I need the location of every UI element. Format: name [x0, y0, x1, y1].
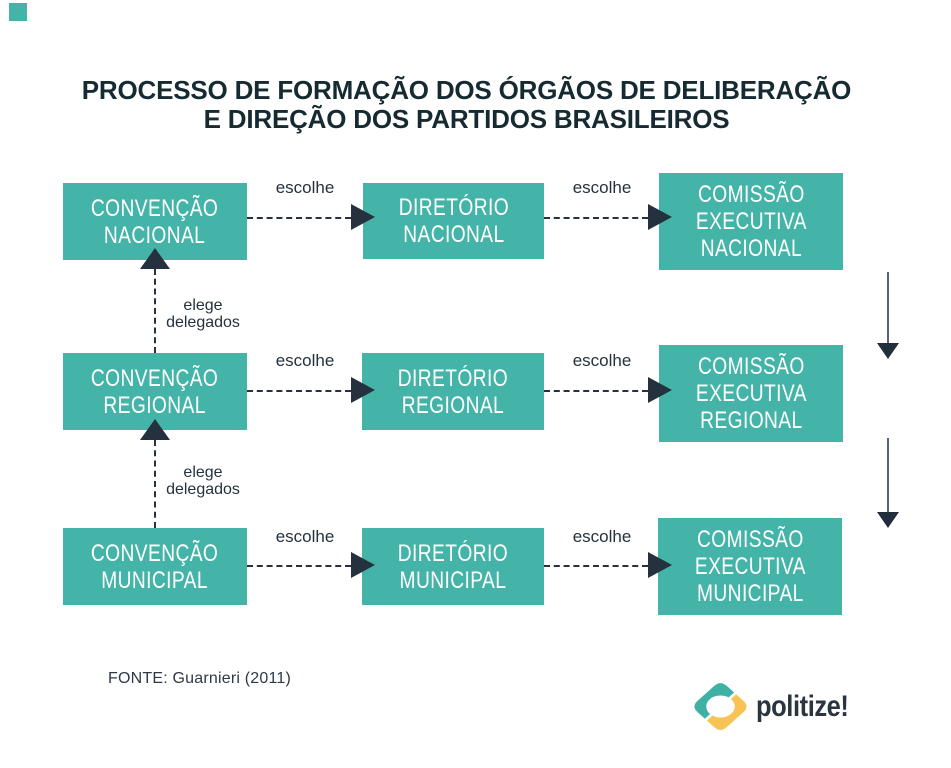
escolhe-label: escolhe	[572, 527, 632, 546]
dashed-arrow-right	[544, 390, 648, 392]
dashed-arrow-right	[544, 565, 648, 567]
box-label-line: EXECUTIVA	[695, 208, 807, 235]
dashed-arrow-right	[247, 390, 351, 392]
escolhe-label: escolhe	[572, 178, 632, 197]
politize-logo-icon	[694, 683, 747, 730]
box-label-line: DIRETÓRIO	[397, 364, 509, 392]
box-label-line: MUNICIPAL	[696, 580, 804, 607]
elege-delegados-label: elege delegados	[166, 464, 240, 498]
box-comissao-executiva-regional: COMISSÃO EXECUTIVA REGIONAL	[659, 345, 843, 442]
box-label-line: CONVENÇÃO	[91, 194, 219, 222]
dashed-arrow-right	[247, 565, 351, 567]
box-label-line: MUNICIPAL	[399, 566, 507, 594]
box-convencao-municipal: CONVENÇÃO MUNICIPAL	[63, 528, 247, 605]
box-comissao-executiva-municipal: COMISSÃO EXECUTIVA MUNICIPAL	[658, 518, 842, 615]
box-label-line: MUNICIPAL	[101, 566, 209, 594]
escolhe-label: escolhe	[275, 351, 335, 370]
arrowhead-right-icon	[648, 204, 672, 230]
escolhe-label: escolhe	[275, 527, 335, 546]
arrowhead-right-icon	[351, 204, 375, 230]
down-arrow-line	[887, 438, 889, 512]
box-convencao-nacional: CONVENÇÃO NACIONAL	[63, 183, 247, 260]
escolhe-label: escolhe	[275, 178, 335, 197]
corner-teal-square	[9, 3, 27, 21]
box-label-line: DIRETÓRIO	[397, 539, 509, 567]
arrowhead-right-icon	[351, 552, 375, 578]
page-title-line1: PROCESSO DE FORMAÇÃO DOS ÓRGÃOS DE DELIB…	[81, 75, 852, 105]
box-label-line: COMISSÃO	[697, 353, 805, 380]
page-title: PROCESSO DE FORMAÇÃO DOS ÓRGÃOS DE DELIB…	[0, 76, 933, 134]
box-label-line: EXECUTIVA	[694, 553, 806, 580]
arrowhead-down-icon	[877, 343, 899, 359]
box-label-line: COMISSÃO	[696, 526, 804, 553]
box-label-line: NACIONAL	[402, 221, 505, 248]
arrowhead-up-icon	[140, 248, 170, 269]
arrowhead-right-icon	[648, 552, 672, 578]
box-label-line: COMISSÃO	[697, 181, 805, 208]
box-comissao-executiva-nacional: COMISSÃO EXECUTIVA NACIONAL	[659, 173, 843, 270]
box-convencao-regional: CONVENÇÃO REGIONAL	[63, 353, 247, 430]
box-label-line: NACIONAL	[700, 235, 802, 262]
arrowhead-right-icon	[351, 377, 375, 403]
arrowhead-right-icon	[648, 377, 672, 403]
arrowhead-down-icon	[877, 512, 899, 528]
box-diretorio-nacional: DIRETÓRIO NACIONAL	[363, 183, 544, 259]
box-label-line: REGIONAL	[699, 407, 803, 434]
dashed-arrow-up	[154, 440, 156, 528]
box-label-line: DIRETÓRIO	[398, 194, 509, 221]
dashed-arrow-right	[247, 217, 351, 219]
down-arrow-line	[887, 272, 889, 343]
page-title-line2: E DIREÇÃO DOS PARTIDOS BRASILEIROS	[203, 104, 730, 134]
box-label-line: NACIONAL	[104, 221, 206, 249]
elege-delegados-label: elege delegados	[166, 297, 240, 331]
source-credit: FONTE: Guarnieri (2011)	[108, 670, 292, 687]
box-label-line: CONVENÇÃO	[91, 364, 219, 392]
arrowhead-up-icon	[140, 419, 170, 440]
box-label-line: EXECUTIVA	[695, 380, 807, 407]
box-diretorio-regional: DIRETÓRIO REGIONAL	[362, 353, 544, 430]
box-label-line: REGIONAL	[401, 391, 505, 419]
box-diretorio-municipal: DIRETÓRIO MUNICIPAL	[362, 528, 544, 605]
dashed-arrow-up	[154, 269, 156, 353]
escolhe-label: escolhe	[572, 351, 632, 370]
box-label-line: CONVENÇÃO	[91, 539, 219, 567]
dashed-arrow-right	[544, 217, 648, 219]
box-label-line: REGIONAL	[103, 391, 207, 419]
politize-logo-text: politize!	[756, 690, 849, 723]
